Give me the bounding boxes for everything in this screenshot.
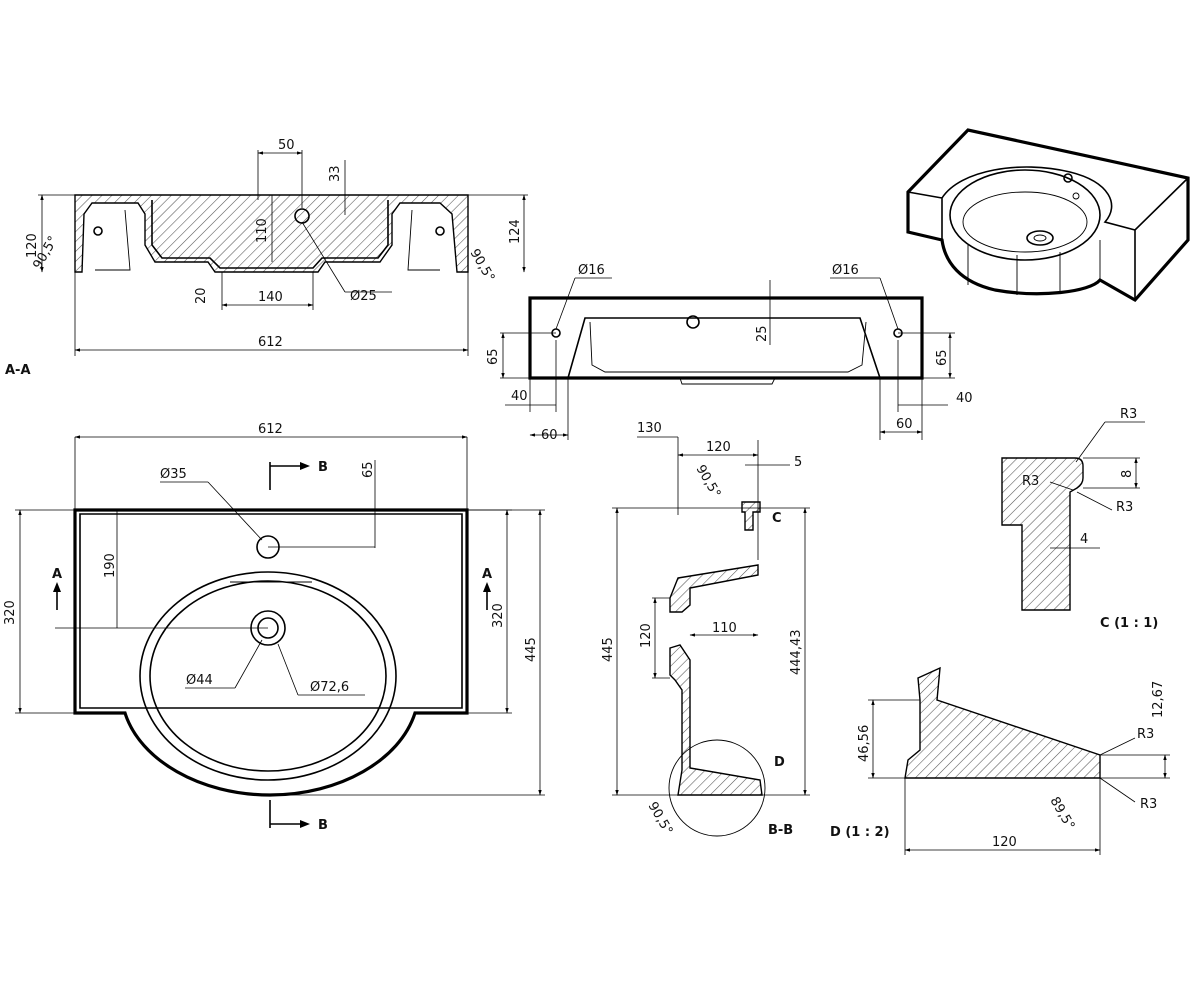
callout-d: D [774, 755, 785, 770]
dim-140: 140 [258, 290, 283, 305]
dia-16-left: Ø16 [578, 263, 605, 278]
dim-65-right: 65 [935, 349, 950, 366]
dia-16-right: Ø16 [832, 263, 859, 278]
isometric-view [906, 128, 1190, 303]
dia-72: Ø72,6 [310, 680, 349, 695]
dim-40-left: 40 [511, 389, 528, 404]
detail-c-r3-top: R3 [1120, 407, 1137, 422]
dim-444-43: 444,43 [789, 630, 804, 676]
dim-612-aa: 612 [258, 335, 283, 350]
detail-d-profile [904, 666, 1101, 779]
bb-front-wall [669, 644, 763, 796]
plan-outline [73, 508, 469, 797]
callout-c: C [772, 511, 782, 526]
dim-33: 33 [328, 165, 343, 182]
iso-outline [906, 128, 1190, 303]
dia-44: Ø44 [186, 673, 213, 688]
detail-c-8: 8 [1120, 470, 1135, 478]
angle-top-bb: 90,5° [693, 463, 724, 501]
detail-d-r3-top: R3 [1137, 727, 1154, 742]
dim-60-right: 60 [896, 417, 913, 432]
bb-basin-wall [669, 564, 759, 613]
dim-25: 25 [755, 325, 770, 342]
dim-445-plan: 445 [524, 637, 539, 662]
dim-190: 190 [103, 553, 118, 578]
dia-25: Ø25 [350, 289, 377, 304]
dim-50: 50 [278, 138, 295, 153]
dim-110: 110 [255, 218, 270, 243]
dim-20: 20 [194, 287, 209, 304]
plan-view: 612 Ø35 65 190 320 320 445 Ø44 Ø72,6 A A [3, 422, 545, 833]
rear-view: Ø16 Ø16 25 65 65 40 60 40 60 [486, 263, 973, 443]
dim-130: 130 [637, 421, 662, 436]
detail-d-view: 46,56 12,67 R3 R3 89,5° 120 D (1 : 2) [830, 666, 1170, 855]
section-aa-body [74, 194, 469, 273]
detail-d-46-56: 46,56 [857, 725, 872, 762]
section-bb-view: 130 120 5 90,5° C 120 110 445 444,43 D 9… [601, 421, 810, 838]
detail-c-profile [1001, 457, 1084, 611]
dim-120: 120 [25, 233, 40, 258]
dim-40-right: 40 [956, 391, 973, 406]
marker-a-left: A [52, 567, 62, 582]
detail-c-label: C (1 : 1) [1100, 616, 1158, 631]
marker-b-top: B [318, 460, 328, 475]
dim-110-bb: 110 [712, 621, 737, 636]
dim-320-right: 320 [491, 603, 506, 628]
detail-d-angle: 89,5° [1047, 795, 1078, 833]
dim-60-left: 60 [541, 428, 558, 443]
detail-c-r3-right: R3 [1116, 500, 1133, 515]
detail-d-12-67: 12,67 [1151, 681, 1166, 718]
dim-445-bb: 445 [601, 637, 616, 662]
angle-bottom-bb: 90,5° [645, 800, 676, 838]
section-bb-label: B-B [768, 823, 793, 838]
detail-d-120: 120 [992, 835, 1017, 850]
marker-b-bottom: B [318, 818, 328, 833]
rear-view-outline [528, 296, 924, 380]
dim-65-plan: 65 [361, 461, 376, 478]
dim-124: 124 [508, 219, 523, 244]
marker-a-right: A [482, 567, 492, 582]
detail-d-r3-bottom: R3 [1140, 797, 1157, 812]
bb-lip-profile [741, 501, 761, 531]
section-aa-label: A-A [5, 363, 31, 378]
detail-c-view: R3 8 R3 R3 4 C (1 : 1) [1001, 407, 1158, 631]
dim-612-plan: 612 [258, 422, 283, 437]
dim-5: 5 [794, 455, 802, 470]
dim-120-bb: 120 [706, 440, 731, 455]
dim-120-lip: 120 [639, 623, 654, 648]
dim-65-left: 65 [486, 348, 501, 365]
detail-d-label: D (1 : 2) [830, 825, 890, 840]
detail-c-r3-left: R3 [1022, 474, 1039, 489]
section-aa-view: 50 33 110 120 124 90,5° 90,5° 140 20 Ø25… [5, 138, 528, 378]
detail-c-4: 4 [1080, 532, 1088, 547]
dim-320-left: 320 [3, 600, 18, 625]
angle-right: 90,5° [467, 247, 498, 285]
dia-35: Ø35 [160, 467, 187, 482]
